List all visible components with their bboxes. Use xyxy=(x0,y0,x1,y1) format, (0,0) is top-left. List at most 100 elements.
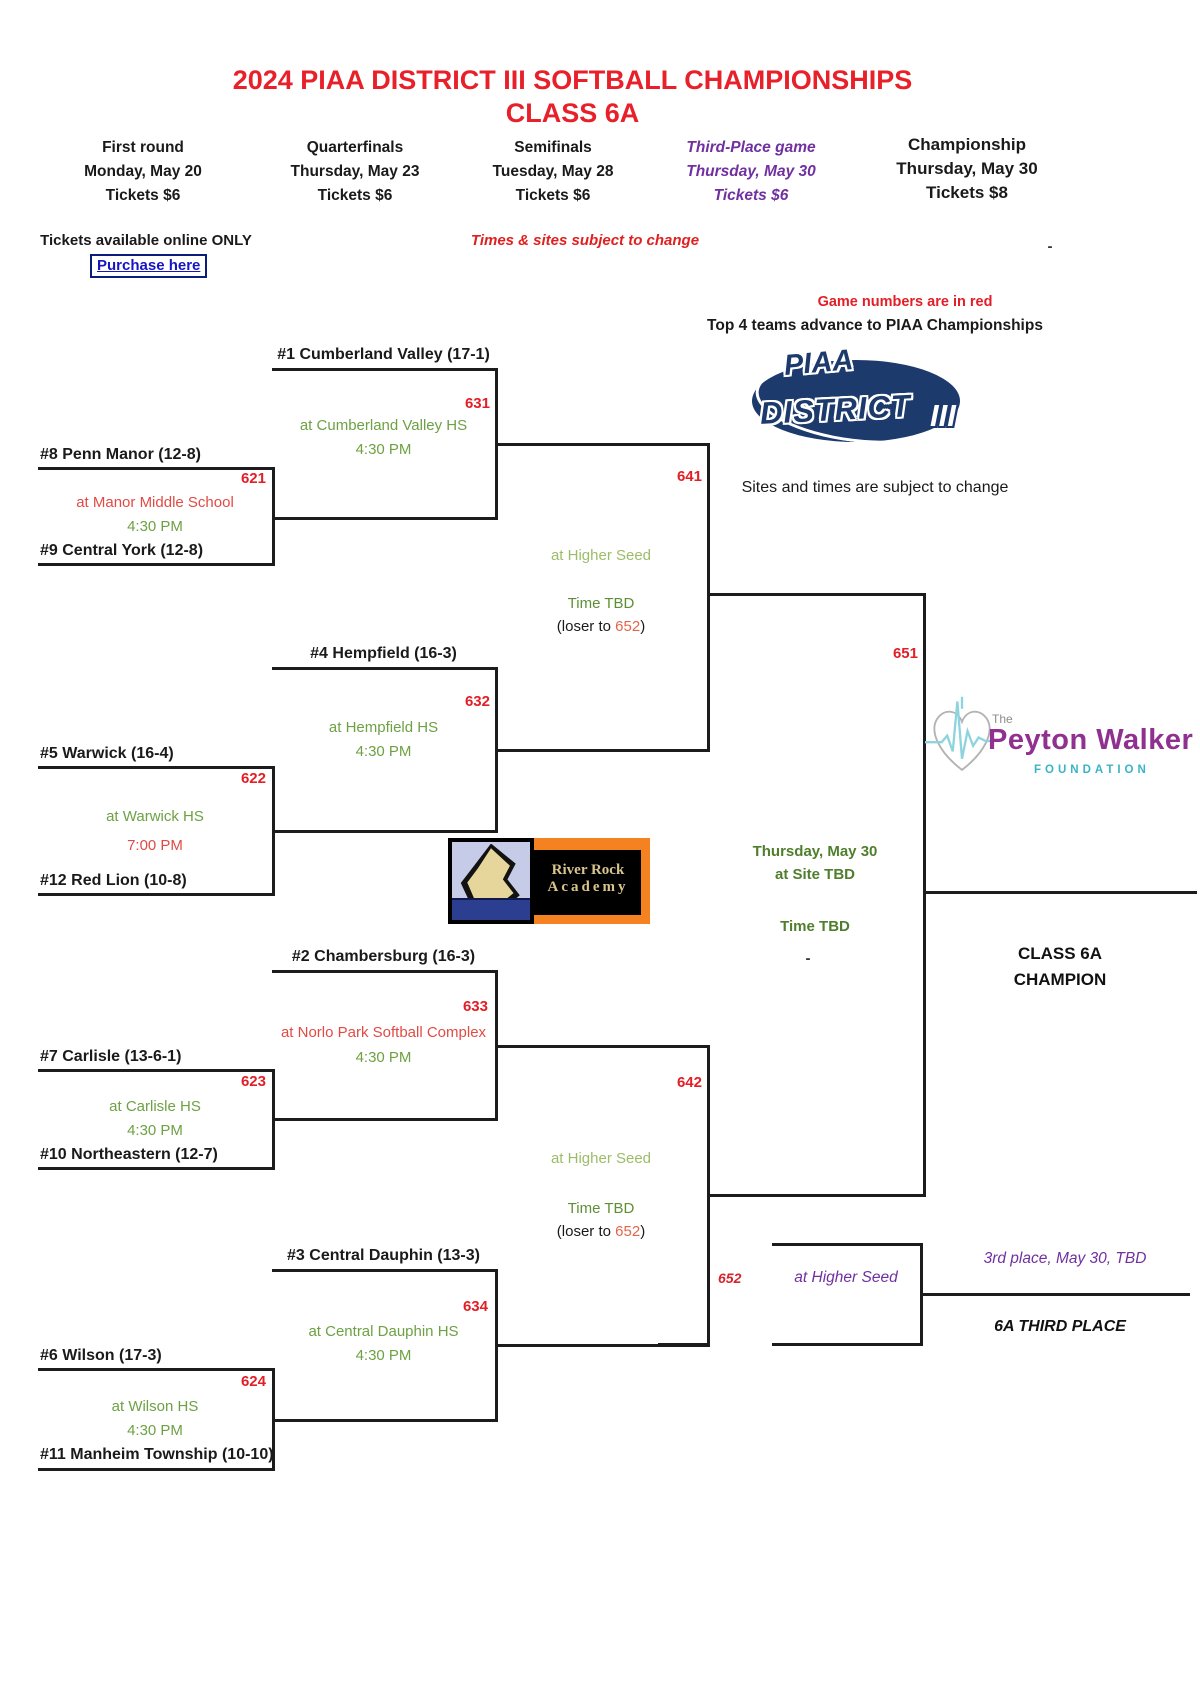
round-name: Semifinals xyxy=(514,139,592,156)
peyton-walker-the: The xyxy=(992,712,1013,726)
peyton-walker-name: Peyton Walker xyxy=(988,724,1194,756)
round-header-championship: Championship Thursday, May 30 Tickets $8 xyxy=(857,133,1077,205)
piaa-logo-ellipse xyxy=(752,360,960,442)
team-chambersburg: #2 Chambersburg (16-3) xyxy=(291,948,476,965)
water-graphic xyxy=(452,897,530,920)
bracket-line xyxy=(772,1343,923,1346)
piaa-district-3-logo: PIAA DISTRICT III xyxy=(751,344,968,455)
bracket-line xyxy=(272,1118,498,1121)
game-site-623: at Carlisle HS xyxy=(109,1098,201,1115)
bracket-line xyxy=(272,368,498,371)
team-penn-manor: #8 Penn Manor (12-8) xyxy=(40,446,201,463)
bracket-line xyxy=(707,593,926,596)
bracket-line xyxy=(772,1243,923,1246)
team-northeastern: #10 Northeastern (12-7) xyxy=(40,1146,218,1163)
round-name: First round xyxy=(102,139,184,156)
bracket-line xyxy=(272,970,498,973)
river-rock-academy-logo: River Rock Academy xyxy=(448,838,650,924)
game-time-641: Time TBD xyxy=(567,595,635,612)
game-number-633: 633 xyxy=(462,998,488,1015)
loser-suffix: ) xyxy=(640,1223,646,1240)
loser-note-642: (loser to 652) xyxy=(495,1223,707,1240)
team-red-lion: #12 Red Lion (10-8) xyxy=(40,872,187,889)
advance-note: Top 4 teams advance to PIAA Championship… xyxy=(707,317,1043,334)
bracket-line xyxy=(923,891,1197,894)
game-time-632: 4:30 PM xyxy=(355,743,412,760)
team-carlisle: #7 Carlisle (13-6-1) xyxy=(40,1048,182,1065)
river-rock-wordmark: River Rock Academy xyxy=(536,862,640,896)
game-time-623: 4:30 PM xyxy=(127,1122,183,1139)
game-number-631: 631 xyxy=(464,395,490,412)
bracket-line xyxy=(38,1069,275,1072)
game-number-634: 634 xyxy=(462,1298,488,1315)
round-date: Thursday, May 30 xyxy=(686,163,816,180)
game-site-634: at Central Dauphin HS xyxy=(308,1323,459,1340)
bracket-line xyxy=(658,1343,710,1346)
river-rock-line2: Academy xyxy=(547,879,629,895)
game-time-622: 7:00 PM xyxy=(127,837,183,854)
round-header-first-round: First round Monday, May 20 Tickets $6 xyxy=(33,136,253,208)
game-number-624: 624 xyxy=(240,1373,266,1390)
bracket-line xyxy=(495,749,710,752)
round-tickets: Tickets $6 xyxy=(515,187,591,204)
round-name: Third-Place game xyxy=(686,139,816,156)
bracket-line xyxy=(38,563,275,566)
game-numbers-note: Game numbers are in red xyxy=(817,294,993,310)
team-manheim-township: #11 Manheim Township (10-10) xyxy=(40,1446,274,1463)
round-date: Monday, May 20 xyxy=(84,163,202,180)
piaa-logo-word3: III xyxy=(930,398,956,433)
game-number-642: 642 xyxy=(676,1074,702,1091)
bracket-line xyxy=(272,1269,498,1272)
champion-label: CLASS 6A CHAMPION xyxy=(923,941,1197,993)
loser-game-number: 652 xyxy=(615,618,641,635)
final-site: at Site TBD xyxy=(774,866,855,883)
game-site-642: at Higher Seed xyxy=(550,1150,652,1167)
game-time-621: 4:30 PM xyxy=(127,518,183,535)
game-site-633: at Norlo Park Softball Complex xyxy=(280,1024,487,1041)
team-central-dauphin: #3 Central Dauphin (13-3) xyxy=(287,1247,480,1264)
bracket-line xyxy=(495,1045,710,1048)
bracket-line xyxy=(272,517,498,520)
bracket-line xyxy=(38,1368,275,1371)
third-place-label: 6A THIRD PLACE xyxy=(994,1318,1126,1335)
orange-bar xyxy=(534,915,650,924)
bracket-line xyxy=(38,766,275,769)
peyton-walker-foundation: FOUNDATION xyxy=(1034,764,1150,776)
loser-prefix: (loser to xyxy=(556,1223,616,1240)
game-number-623: 623 xyxy=(240,1073,266,1090)
game-site-652: at Higher Seed xyxy=(794,1269,898,1286)
round-tickets: Tickets $6 xyxy=(317,187,393,204)
purchase-here-link[interactable]: Purchase here xyxy=(97,257,201,274)
game-number-632: 632 xyxy=(464,693,490,710)
bracket-line xyxy=(272,830,498,833)
bracket-line xyxy=(272,1419,498,1422)
loser-suffix: ) xyxy=(640,618,646,635)
round-tickets: Tickets $6 xyxy=(713,187,789,204)
orange-bar xyxy=(641,838,650,924)
game-time-624: 4:30 PM xyxy=(127,1422,183,1439)
round-header-third-place: Third-Place game Thursday, May 30 Ticket… xyxy=(641,136,861,208)
bracket-line xyxy=(38,893,275,896)
game-site-641: at Higher Seed xyxy=(550,547,652,564)
piaa-logo-word1: PIAA xyxy=(782,344,855,382)
champion-label-line1: CLASS 6A xyxy=(1017,944,1103,963)
game-number-651: 651 xyxy=(892,645,918,662)
loser-note-641: (loser to 652) xyxy=(495,618,707,635)
game-site-631: at Cumberland Valley HS xyxy=(299,417,468,434)
final-date: Thursday, May 30 xyxy=(752,843,878,860)
game-site-624: at Wilson HS xyxy=(111,1398,199,1415)
page-title: 2024 PIAA DISTRICT III SOFTBALL CHAMPION… xyxy=(0,64,1145,130)
team-hempfield: #4 Hempfield (16-3) xyxy=(310,645,457,662)
final-time: Time TBD xyxy=(780,918,850,935)
team-warwick: #5 Warwick (16-4) xyxy=(40,745,174,762)
purchase-here-box: Purchase here xyxy=(90,254,208,278)
third-place-note: 3rd place, May 30, TBD xyxy=(983,1250,1147,1267)
game-number-641: 641 xyxy=(676,468,702,485)
header-dash: - xyxy=(1047,238,1053,255)
round-name: Championship xyxy=(907,135,1027,154)
river-rock-image xyxy=(452,842,530,920)
orange-bar xyxy=(534,838,650,850)
bracket-line xyxy=(707,1194,926,1197)
tickets-online-note: Tickets available online ONLY xyxy=(40,232,252,249)
